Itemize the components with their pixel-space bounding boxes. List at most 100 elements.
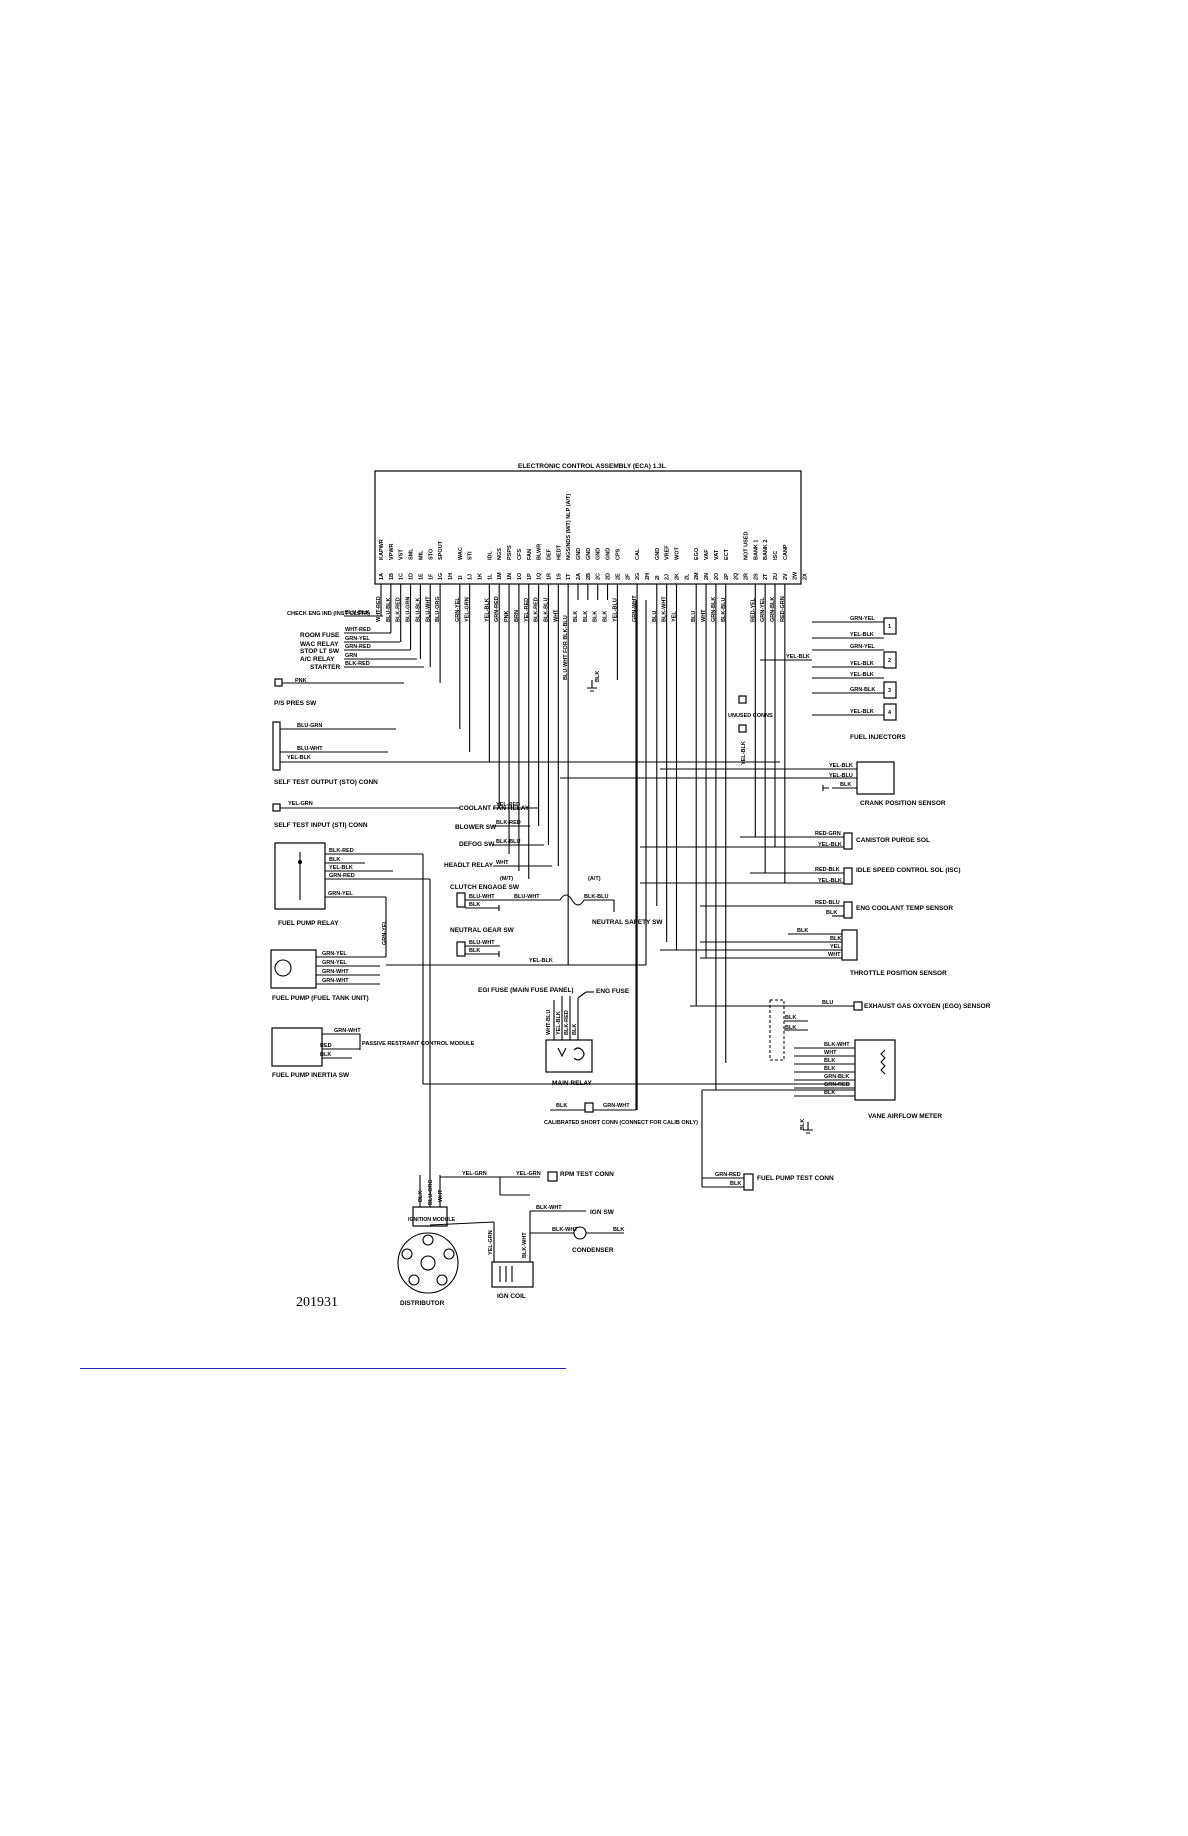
ign-wire-3: WHT [438,1189,444,1202]
divider-line [80,1368,566,1369]
eca-wire-color-2K: YEL [672,611,678,622]
fpt-wire-3: GRN-WHT [322,969,349,975]
eca-wire-color-2I: BLU [652,611,658,622]
fp-test-label: FUEL PUMP TEST CONN [757,1175,834,1182]
eca-wire-color-2G: GRN-WHT [632,595,638,622]
clutch-engage-sw-label: CLUTCH ENGAGE SW [450,884,520,891]
eca-func-2G: CAL [635,548,641,560]
vaf-wire-6: GRN-RED [824,1082,850,1088]
condenser-wire: BLK-WHT [552,1227,578,1233]
figure-number: 201931 [296,1295,338,1310]
clutch-wire-2: BLK [469,902,480,908]
injector-wire-2: YEL-BLK [850,632,874,638]
clutch-wire-1: BLU-WHT [469,894,495,900]
eca-wire-color-1P: YEL-RED [524,598,530,622]
eca-pin-1J: 1J [468,574,474,580]
routing-wires [385,600,855,1187]
eca-pin-2N: 2N [704,573,710,580]
ground-symbols [495,680,829,1134]
eca-pin-1L: 1L [487,573,493,580]
eca-func-1D: SML [409,548,415,560]
mr-wire-3: BLK-RED [564,1010,570,1035]
condenser-label: CONDENSER [572,1247,614,1254]
fp-test-wire-1: GRN-RED [715,1172,741,1178]
eca-func-2D: GND [606,548,612,560]
vaf-wire-3: BLK [824,1058,835,1064]
coil-wire-2: BLK-WHT [522,1232,528,1258]
ego-wire-3: BLK [785,1025,796,1031]
eca-wire-color-1Q: BLK-RED [534,597,540,622]
eca-func-2O: VAT [714,549,720,560]
sto-wire-1: BLU-GRN [297,723,322,729]
crank-wire-1: YEL-BLK [829,763,853,769]
mr-wire-1: WHT-BLU [546,1010,552,1035]
passive-restraint-label: PASSIVE RESTRAINT CONTROL MODULE [362,1041,475,1047]
injector-feed-wire: YEL-BLK [786,654,810,660]
eca-pin-1G: 1G [438,573,444,580]
ngs-wire-2: BLK [469,948,480,954]
starter-wire: BLK-RED [345,661,370,667]
wac-relay-label: WAC RELAY [300,641,339,648]
eca-func-1I: WAC [458,547,464,560]
eca-pin-1E: 1E [418,573,424,580]
eca-pin-2F: 2F [625,573,631,580]
fpi-wire-1: GRN-WHT [334,1028,361,1034]
ect-wire-1: RED-BLU [815,900,840,906]
eca-pin-1P: 1P [527,573,533,580]
ego-label: EXHAUST GAS OXYGEN (EGO) SENSOR [864,1003,991,1010]
isc-label: IDLE SPEED CONTROL SOL (ISC) [856,867,961,874]
blk-ground-label: BLK [595,671,601,682]
injector-wire-3: GRN-YEL [850,644,875,650]
ignition-section: BLK BLU-ORG WHT IGNITION MODULE YEL-GRN … [397,1171,624,1307]
eca-pin-1T: 1T [566,573,572,580]
neutral-safety-sw-label: NEUTRAL SAFETY SW [592,919,663,926]
fpr-wire-1: BLK-RED [329,848,354,854]
eca-wire-color-2D: BLK [603,611,609,622]
eca-wire-color-1G: BLU-ORG [435,596,441,622]
center-section: COOLANT FAN RELAY YEL-RED BLOWER SW BLK-… [386,671,698,1126]
fpr-wire-5: GRN-YEL [328,891,353,897]
eca-func-1E: MIL [418,550,424,560]
eca-func-1R: DEF [546,548,552,560]
ps-pres-sw-label: P/S PRES SW [274,700,317,707]
eca-pin-2R: 2R [743,573,749,580]
eca-wire-color-2S: RED-YEL [750,597,756,622]
eca-func-2S: BANK 1 [753,540,759,560]
ego-wire-2: BLK [785,1015,796,1021]
sto-wire-2: BLU-WHT [297,746,323,752]
starter-label: STARTER [310,664,341,671]
eca-pin-1I: 1I [458,575,464,580]
eca-wire-color-1A: WHT-RED [376,596,382,622]
eca-wire-color-1S: WHT [553,609,559,622]
eca-pin-1K: 1K [478,573,484,580]
eca-wire-color-2P: BLK-BLU [721,598,727,622]
nss-wire: BLK-BLU [584,894,608,900]
room-fuse-label: ROOM FUSE [300,632,340,639]
left-side: CHECK ENG IND (INST CLSTR) BLU-BLK ROOM … [270,610,780,1079]
vaf-ground-label: BLK [800,1119,806,1130]
headlt-wire: WHT [496,860,509,866]
fpi-wire-3: BLK [320,1052,331,1058]
eca-wire-color-1L: YEL-BLK [484,598,490,622]
defog-sw-label: DEFOG SW [459,841,495,848]
yel-grn-2: YEL-GRN [516,1171,541,1177]
crank-wire-3: BLK [840,782,851,788]
eca-wire-color-1J: YEL-GRN [465,597,471,622]
eca-pin-1Q: 1Q [537,572,543,580]
eca-pin-1R: 1R [546,573,552,580]
eca-func-1N: PSPS [507,545,513,560]
eca-pin-2E: 2E [615,573,621,580]
injector-num-4: 4 [888,710,892,716]
eca-wire-color-1E: BLU-BLK [415,598,421,622]
fuel-injectors: GRN-YELYEL-BLKGRN-YELYEL-BLKYEL-BLKGRN-B… [812,616,897,721]
eca-func-1T: NGS/NDS (M/T) NLP (A/T) [566,494,572,560]
eca-pin-1S: 1S [556,573,562,580]
eca-func-2M: EGO [694,547,700,560]
eca-pin-2W: 2W [793,571,799,580]
blower-sw-label: BLOWER SW [455,824,497,831]
eca-func-2B: GND [586,548,592,560]
canister-wire-2: YEL-BLK [818,842,842,848]
vaf-wire-1: BLK-WHT [824,1042,850,1048]
